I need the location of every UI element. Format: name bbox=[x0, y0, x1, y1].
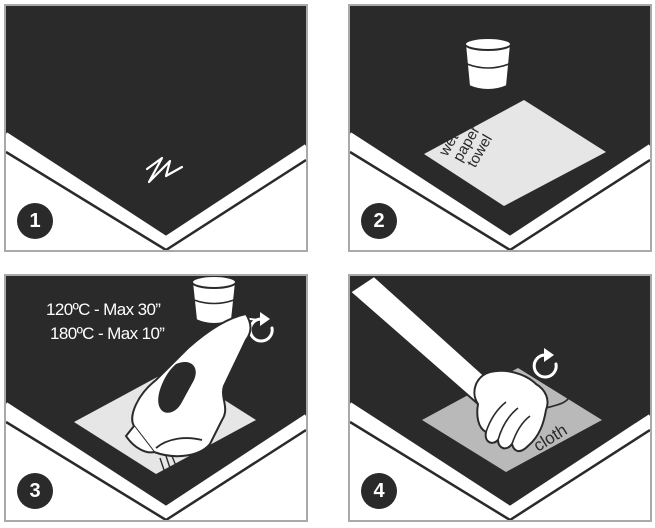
dark-surface bbox=[6, 6, 306, 238]
step-3-panel: 120ºC - Max 30” 180ºC - Max 10” 3 bbox=[4, 274, 308, 522]
step-2-panel: wet paper towel 2 bbox=[348, 4, 652, 252]
step-1-panel: 1 bbox=[4, 4, 308, 252]
step-number-badge: 4 bbox=[361, 473, 397, 509]
water-glass-icon bbox=[192, 276, 236, 324]
temperature-time-1: 120ºC - Max 30” bbox=[46, 300, 160, 320]
step-number-badge: 1 bbox=[17, 203, 53, 239]
step-4-panel: cloth 4 bbox=[348, 274, 652, 522]
step-number-badge: 2 bbox=[361, 203, 397, 239]
water-glass-icon bbox=[465, 38, 511, 90]
step-number-badge: 3 bbox=[17, 473, 53, 509]
temperature-time-2: 180ºC - Max 10” bbox=[50, 324, 164, 344]
